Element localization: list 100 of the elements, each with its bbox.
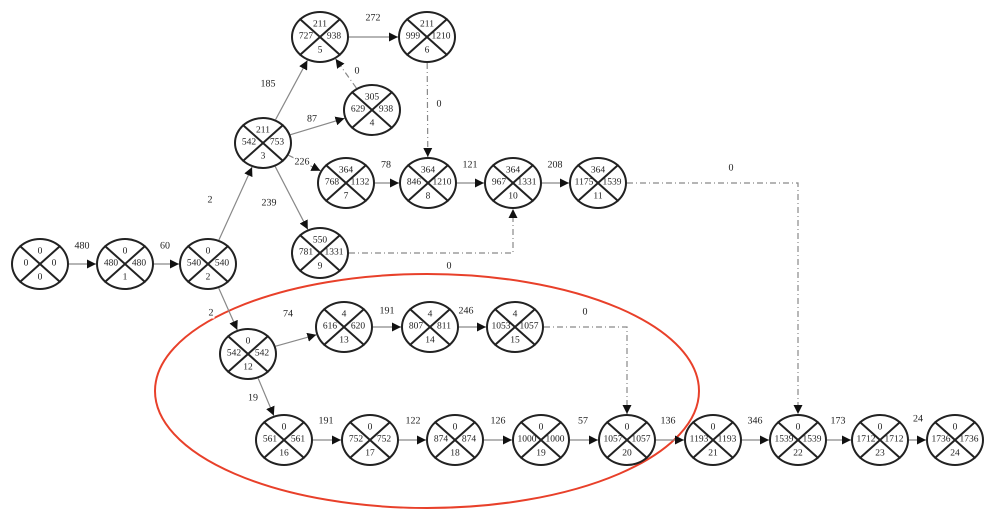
arrow xyxy=(290,116,345,136)
arrow xyxy=(827,436,851,444)
edge-label: 2 xyxy=(208,308,214,318)
edge-label: 191 xyxy=(318,416,334,426)
earliest-slack: 364 xyxy=(506,166,520,176)
event-number: 22 xyxy=(793,448,803,460)
edge-label: 0 xyxy=(728,162,734,174)
arrow xyxy=(457,178,484,188)
earliest-time: 1539 xyxy=(774,434,794,446)
arrow xyxy=(542,178,569,188)
edge-label: 122 xyxy=(404,416,422,426)
event-number: 5 xyxy=(318,46,322,56)
dashed-arrow xyxy=(349,209,518,254)
event-number: 13 xyxy=(339,336,349,346)
event-number: 16 xyxy=(279,448,289,460)
latest-time: 1057 xyxy=(520,322,538,332)
edge-label: 191 xyxy=(378,306,396,316)
earliest-slack: 364 xyxy=(590,166,606,176)
arrow xyxy=(218,166,253,240)
edge-label: 0 xyxy=(582,306,588,318)
latest-time: 1539 xyxy=(802,434,822,446)
earliest-slack: 4 xyxy=(428,310,432,320)
latest-time: 1132 xyxy=(350,178,370,188)
edge-label: 185 xyxy=(260,78,276,90)
latest-time: 938 xyxy=(378,104,394,116)
event-number: 9 xyxy=(318,262,322,272)
arrow xyxy=(154,260,179,268)
earliest-slack: 0 xyxy=(452,422,458,434)
earliest-slack: 0 xyxy=(952,422,958,434)
dashed-arrow xyxy=(627,182,802,414)
earliest-time: 1000 xyxy=(518,434,536,446)
edge-label: 239 xyxy=(260,198,278,208)
arrow xyxy=(909,436,926,444)
event-node xyxy=(684,414,742,466)
earliest-time: 616 xyxy=(322,322,338,332)
earliest-time: 542 xyxy=(242,138,256,148)
event-number: 11 xyxy=(593,192,603,202)
latest-time: 561 xyxy=(290,434,306,446)
earliest-slack: 0 xyxy=(538,422,544,434)
event-number: 21 xyxy=(708,448,718,460)
latest-time: 1000 xyxy=(546,434,564,446)
earliest-time: 1736 xyxy=(932,434,950,446)
edge-label: 121 xyxy=(462,160,478,170)
earliest-slack: 0 xyxy=(206,246,210,258)
earliest-slack: 211 xyxy=(313,20,327,30)
earliest-time: 629 xyxy=(350,104,366,116)
edge-label: 136 xyxy=(660,416,676,426)
event-number: 17 xyxy=(365,448,375,460)
edge-label: 0 xyxy=(436,98,442,110)
latest-time: 1736 xyxy=(960,434,978,446)
earliest-slack: 0 xyxy=(796,422,800,434)
earliest-time: 1175 xyxy=(574,178,594,188)
event-number: 18 xyxy=(450,448,460,460)
earliest-time: 752 xyxy=(348,434,364,446)
arrow xyxy=(69,260,96,268)
dashed-arrow xyxy=(423,63,432,157)
arrow xyxy=(276,332,316,347)
earliest-slack: 0 xyxy=(246,336,250,348)
earliest-time: 561 xyxy=(262,434,278,446)
earliest-time: 1053 xyxy=(492,322,510,332)
latest-time: 1712 xyxy=(884,434,904,446)
event-number: 2 xyxy=(206,272,210,284)
event-number: 1 xyxy=(122,272,128,284)
event-number: 23 xyxy=(875,448,885,460)
event-node xyxy=(291,227,349,279)
event-number: 24 xyxy=(950,448,960,460)
earliest-time: 807 xyxy=(408,322,424,332)
dashed-arrow xyxy=(335,58,357,88)
event-node xyxy=(598,414,656,466)
earliest-slack: 0 xyxy=(878,422,882,434)
event-number: 15 xyxy=(510,336,520,346)
event-number: 3 xyxy=(260,152,266,162)
event-number: 6 xyxy=(424,46,430,56)
earliest-slack: 550 xyxy=(312,236,328,246)
event-number: 14 xyxy=(425,336,435,346)
latest-time: 620 xyxy=(350,322,366,332)
arrow xyxy=(349,32,398,42)
edge-label: 87 xyxy=(306,114,318,124)
edge-label: 173 xyxy=(830,416,846,426)
earliest-time: 1193 xyxy=(690,434,708,446)
earliest-time: 540 xyxy=(186,258,202,270)
earliest-time: 999 xyxy=(406,32,420,42)
earliest-slack: 364 xyxy=(338,166,354,176)
earliest-slack: 4 xyxy=(342,310,346,320)
arrow xyxy=(459,322,486,332)
earliest-time: 1712 xyxy=(856,434,876,446)
latest-time: 811 xyxy=(437,322,451,332)
arrow xyxy=(570,436,598,444)
earliest-time: 874 xyxy=(434,434,448,446)
earliest-slack: 0 xyxy=(282,422,286,434)
arrow xyxy=(218,288,238,330)
earliest-slack: 0 xyxy=(624,422,630,434)
earliest-time: 781 xyxy=(298,248,314,258)
event-number: 0 xyxy=(38,272,42,284)
latest-time: 480 xyxy=(132,258,146,270)
event-number: 10 xyxy=(508,192,518,202)
edge-label: 60 xyxy=(159,240,171,252)
edge-label: 2 xyxy=(206,194,214,206)
latest-time: 1193 xyxy=(718,434,736,446)
latest-time: 1331 xyxy=(518,178,536,188)
